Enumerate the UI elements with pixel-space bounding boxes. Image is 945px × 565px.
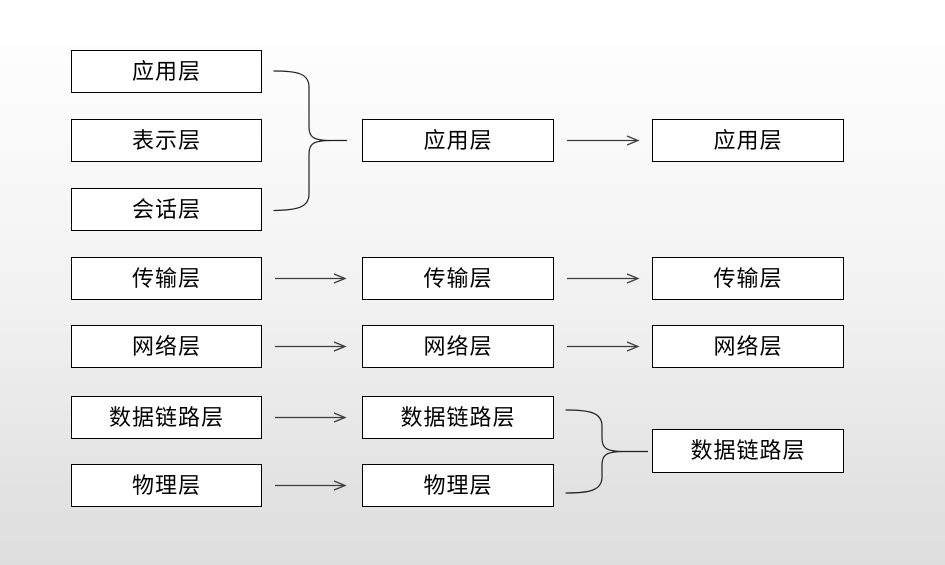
box-mid-network-layer: 网络层: [362, 325, 554, 368]
box-right-datalink-layer: 数据链路层: [652, 429, 844, 473]
box-osi-application-layer: 应用层: [71, 50, 262, 93]
box-osi-session-layer: 会话层: [71, 188, 262, 231]
box-right-transport-layer: 传输层: [652, 257, 844, 300]
box-osi-physical-layer: 物理层: [71, 464, 262, 507]
arrow-network-mid-to-right: [567, 341, 640, 352]
box-mid-transport-layer: 传输层: [362, 257, 554, 300]
brace-osi-upper-layers-merge: [273, 70, 347, 212]
brace-datalink-physical-merge: [565, 409, 648, 494]
arrow-transport-mid-to-right: [567, 273, 640, 284]
arrow-transport-left-to-mid: [275, 273, 347, 284]
box-mid-physical-layer: 物理层: [362, 464, 554, 507]
arrow-datalink-left-to-mid: [275, 412, 347, 423]
box-right-application-layer: 应用层: [652, 119, 844, 162]
box-osi-presentation-layer: 表示层: [71, 119, 262, 162]
box-mid-application-layer: 应用层: [362, 119, 554, 162]
box-right-network-layer: 网络层: [652, 325, 844, 368]
box-mid-datalink-layer: 数据链路层: [362, 396, 554, 439]
box-osi-network-layer: 网络层: [71, 325, 262, 368]
box-osi-datalink-layer: 数据链路层: [71, 396, 262, 439]
arrow-network-left-to-mid: [275, 341, 347, 352]
box-osi-transport-layer: 传输层: [71, 257, 262, 300]
arrow-application-mid-to-right: [567, 135, 640, 146]
arrow-physical-left-to-mid: [275, 480, 347, 491]
